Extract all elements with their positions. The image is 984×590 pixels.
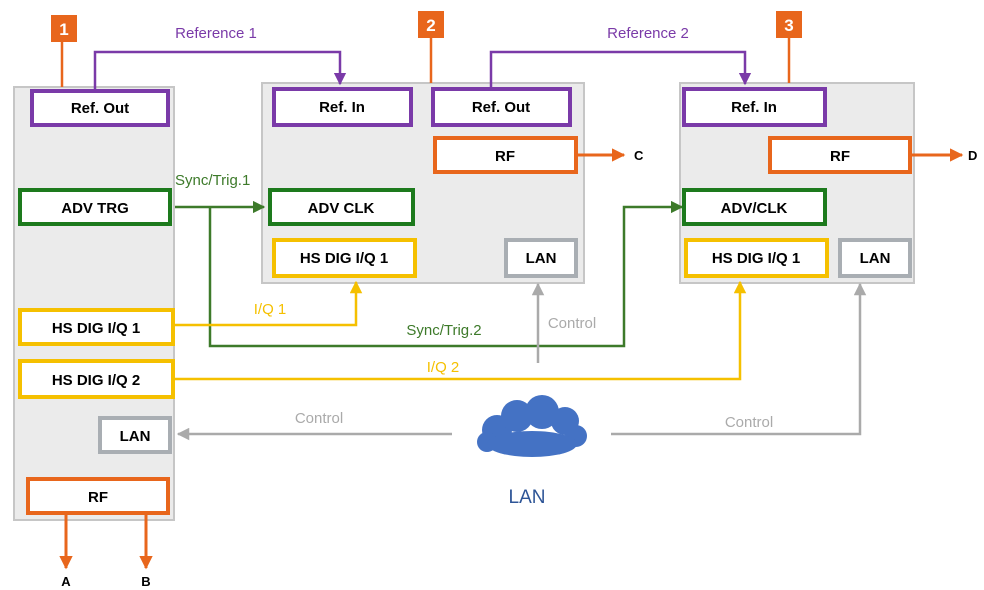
device-2-port-ref-out[interactable]: Ref. Out — [431, 87, 572, 127]
sync-trig-2-line — [208, 200, 684, 348]
device-1-frame — [13, 86, 175, 521]
device-2-badge: 2 — [418, 11, 444, 38]
device-3-port-lan[interactable]: LAN — [838, 238, 912, 278]
device-1-port-rf[interactable]: RF — [26, 477, 170, 515]
reference-1-label: Reference 1 — [175, 25, 257, 42]
output-a-label: A — [61, 574, 71, 589]
port-label: HS DIG I/Q 1 — [300, 250, 388, 267]
port-label: LAN — [120, 428, 151, 445]
port-label: Ref. In — [731, 99, 777, 116]
port-label: ADV CLK — [308, 200, 375, 217]
device-1-port-adv-trg[interactable]: ADV TRG — [18, 188, 172, 226]
port-label: RF — [495, 148, 515, 165]
sync-trig-1-label: Sync/Trig.1 — [175, 172, 250, 189]
sync-trig-2-label: Sync/Trig.2 — [406, 322, 481, 339]
port-label: ADV TRG — [61, 200, 129, 217]
device-1-number: 1 — [59, 20, 68, 39]
port-label: RF — [830, 148, 850, 165]
control-line-device-3 — [611, 282, 867, 436]
control-label-device-3: Control — [725, 414, 773, 431]
device-2-number: 2 — [426, 16, 435, 35]
output-d-label: D — [968, 148, 977, 163]
device-3-port-adv-clk[interactable]: ADV/CLK — [682, 188, 827, 226]
device-3-badge: 3 — [776, 11, 802, 38]
device-1-port-ref-out[interactable]: Ref. Out — [30, 89, 170, 127]
reference-1-line — [93, 50, 347, 89]
port-label: HS DIG I/Q 1 — [52, 320, 140, 337]
port-label: Ref. Out — [472, 99, 530, 116]
device-3-port-ref-in[interactable]: Ref. In — [682, 87, 827, 127]
iq-1-line — [175, 280, 363, 327]
port-label: LAN — [860, 250, 891, 267]
device-3-number: 3 — [784, 16, 793, 35]
output-c-label: C — [634, 148, 644, 163]
port-label: Ref. Out — [71, 100, 129, 117]
port-label: LAN — [526, 250, 557, 267]
device-1-badge: 1 — [51, 15, 77, 42]
device-2-port-hs-dig-1[interactable]: HS DIG I/Q 1 — [272, 238, 417, 278]
device-3-port-rf[interactable]: RF — [768, 136, 912, 174]
device-2-port-adv-clk[interactable]: ADV CLK — [268, 188, 415, 226]
control-label-device-2: Control — [548, 315, 596, 332]
device-2-port-ref-in[interactable]: Ref. In — [272, 87, 413, 127]
port-label: HS DIG I/Q 2 — [52, 372, 140, 389]
port-label: HS DIG I/Q 1 — [712, 250, 800, 267]
control-label-device-1: Control — [295, 410, 343, 427]
reference-2-line — [489, 50, 752, 89]
iq-1-label: I/Q 1 — [254, 301, 287, 318]
network-label: LAN — [509, 487, 546, 508]
device-1-port-hs-dig-2[interactable]: HS DIG I/Q 2 — [18, 359, 175, 399]
iq-2-label: I/Q 2 — [427, 359, 460, 376]
port-label: Ref. In — [319, 99, 365, 116]
device-2-port-rf[interactable]: RF — [433, 136, 578, 174]
device-1-port-lan[interactable]: LAN — [98, 416, 172, 454]
device-1-port-hs-dig-1[interactable]: HS DIG I/Q 1 — [18, 308, 175, 346]
reference-2-label: Reference 2 — [607, 25, 689, 42]
port-label: ADV/CLK — [721, 200, 788, 217]
cloud-icon — [477, 395, 587, 457]
port-label: RF — [88, 489, 108, 506]
device-3-port-hs-dig-1[interactable]: HS DIG I/Q 1 — [684, 238, 829, 278]
output-b-label: B — [141, 574, 150, 589]
device-2-port-lan[interactable]: LAN — [504, 238, 578, 278]
iq-2-line — [175, 280, 747, 381]
